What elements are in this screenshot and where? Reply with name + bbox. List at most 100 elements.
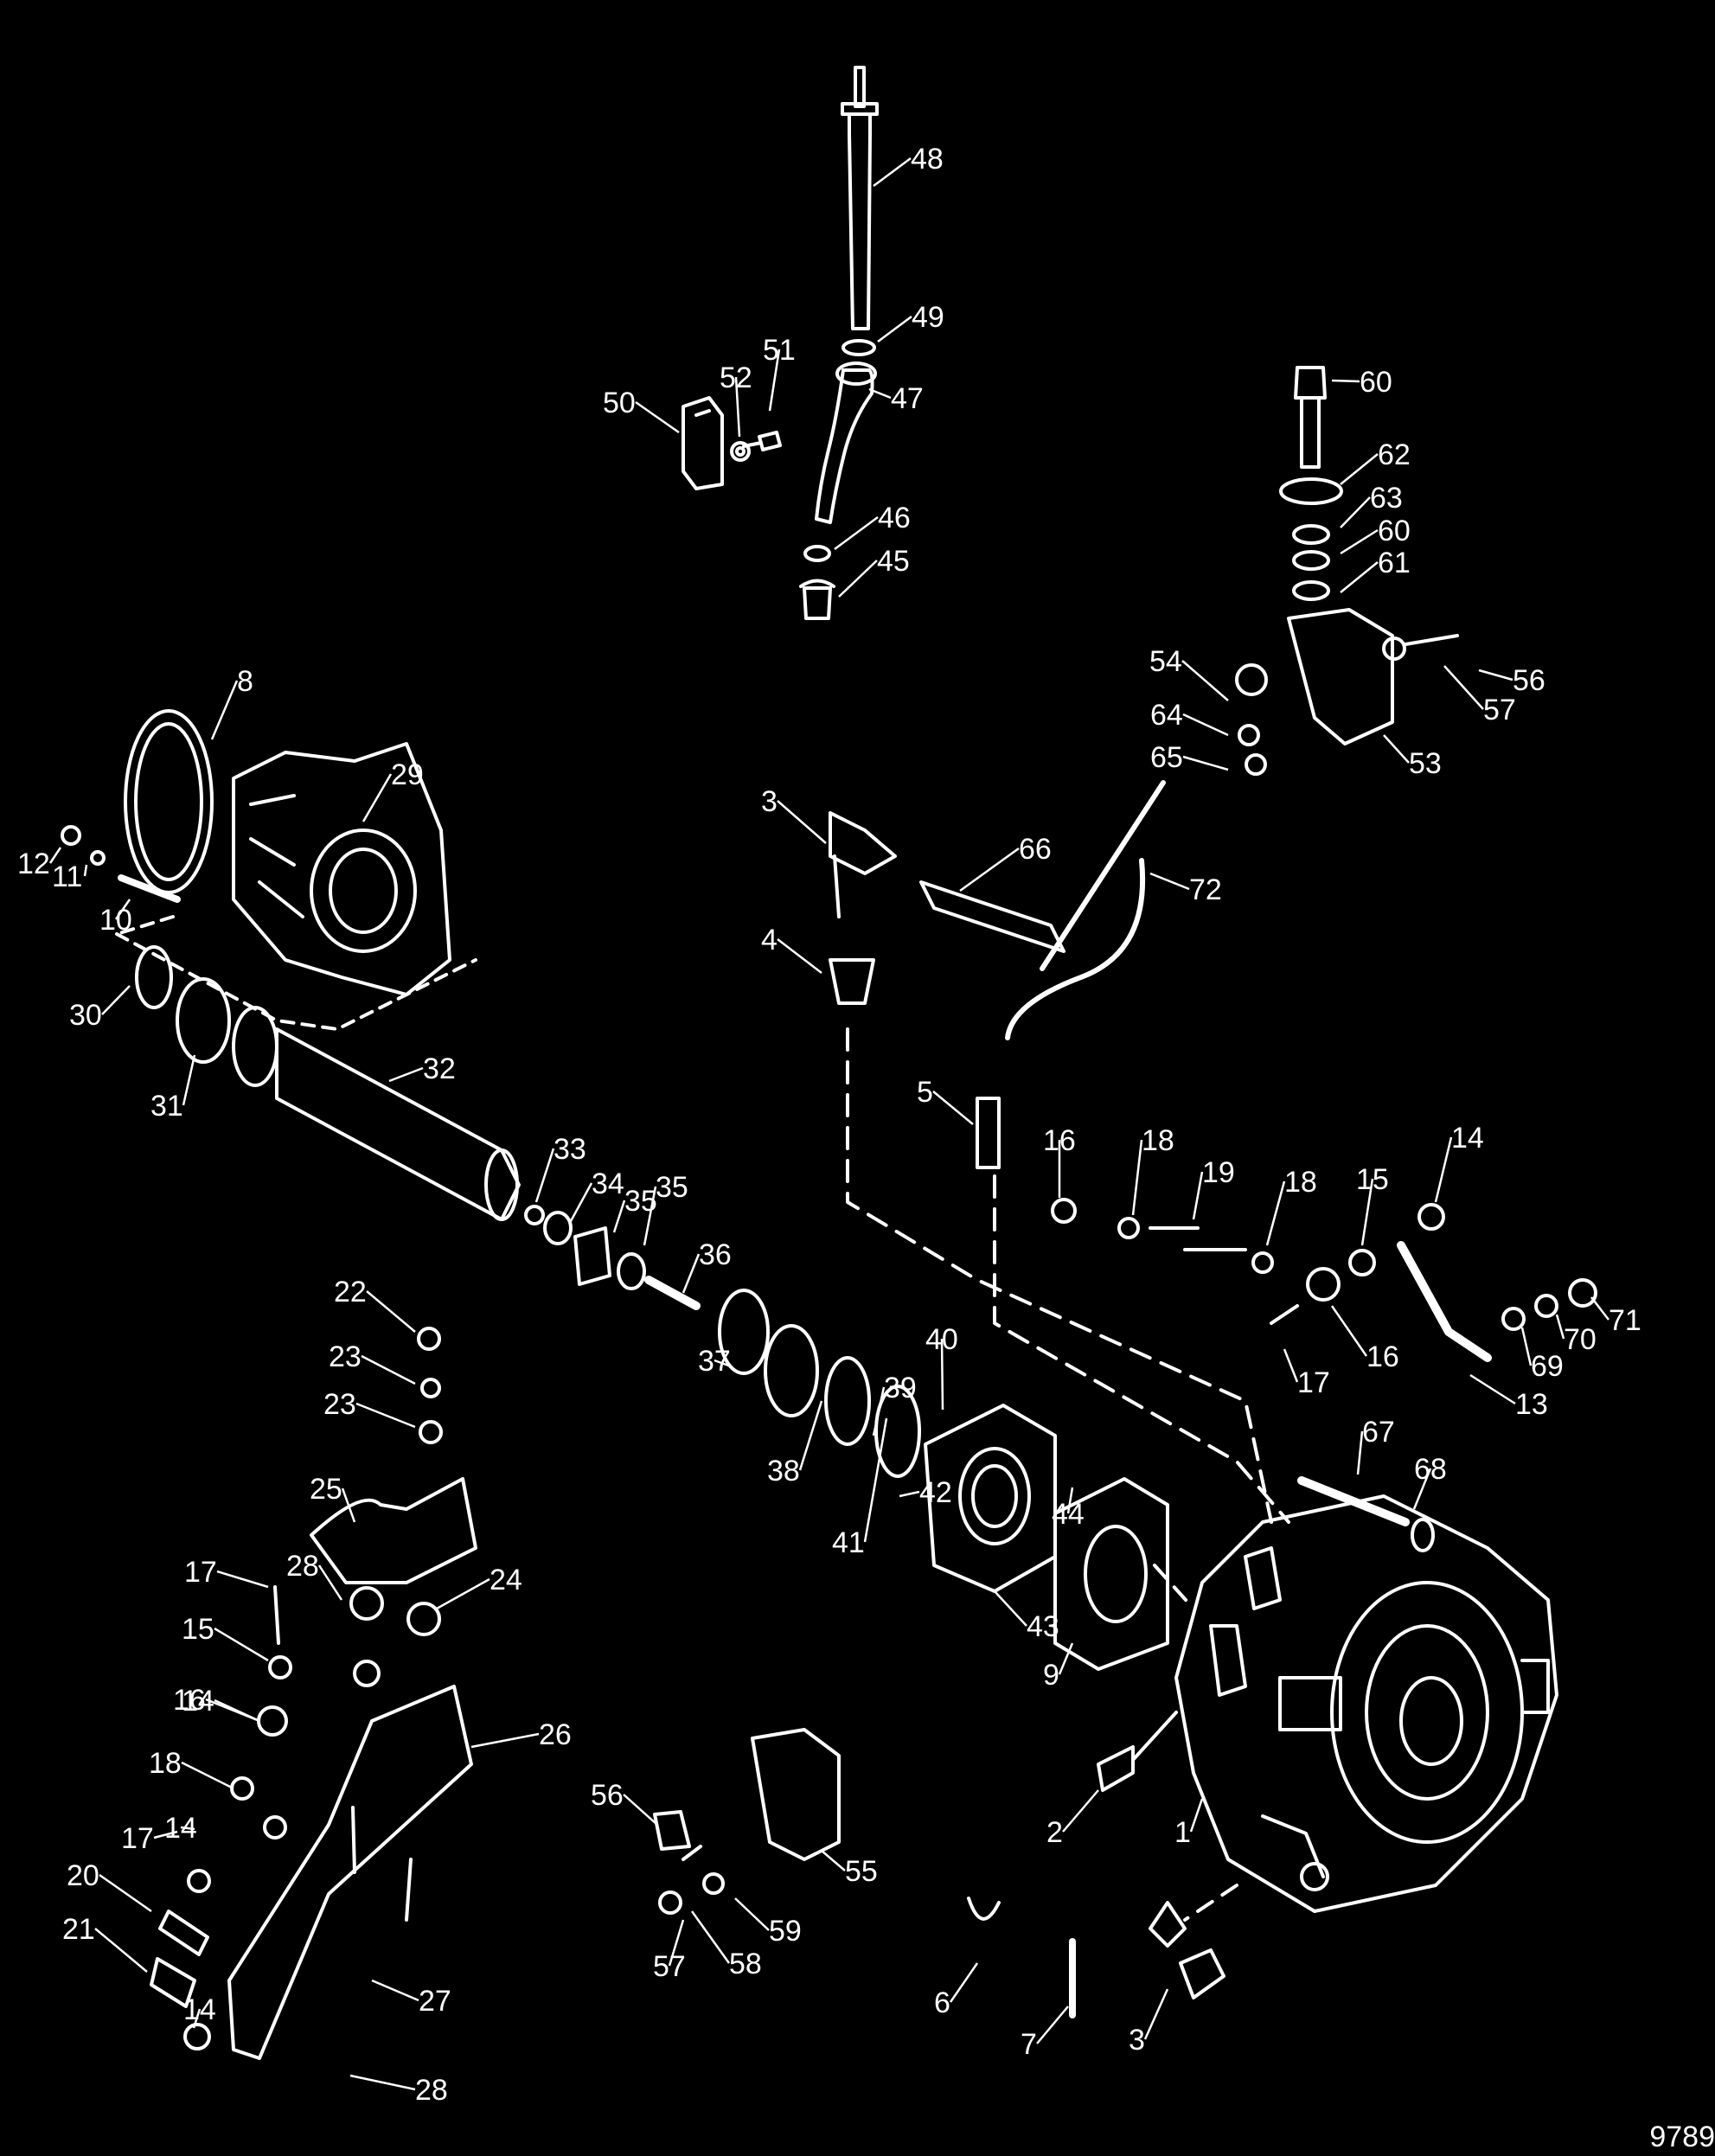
- leader-lines: [48, 157, 1609, 2091]
- callout-8: 8: [237, 665, 253, 698]
- callout-12: 12: [17, 848, 50, 880]
- leader-line-35: [643, 1186, 657, 1246]
- callout-59: 59: [769, 1915, 802, 1948]
- leader-line-6: [949, 1962, 979, 2003]
- callout-33: 33: [554, 1133, 586, 1166]
- leader-line-50: [635, 400, 680, 434]
- callout-35: 35: [656, 1171, 688, 1204]
- callout-64: 64: [1150, 699, 1183, 732]
- callout-17: 17: [121, 1822, 154, 1855]
- leader-line-8: [210, 680, 239, 740]
- o-ring-46: [803, 545, 831, 562]
- callout-70: 70: [1564, 1323, 1597, 1356]
- callout-71: 71: [1609, 1304, 1641, 1337]
- leader-line-39: [872, 1386, 886, 1436]
- bracket-55: [751, 1728, 841, 1861]
- callout-67: 67: [1362, 1416, 1395, 1449]
- leader-line-70: [1555, 1314, 1565, 1340]
- callout-6: 6: [934, 1986, 950, 2019]
- callout-23: 23: [323, 1388, 356, 1421]
- leader-line-2: [1062, 1789, 1099, 1833]
- callout-34: 34: [592, 1168, 624, 1200]
- leader-line-16: [1330, 1305, 1368, 1357]
- callout-23: 23: [329, 1340, 362, 1373]
- leader-line-45: [838, 560, 878, 598]
- callout-29: 29: [391, 758, 424, 791]
- leader-line-55: [821, 1850, 846, 1871]
- leader-line-68: [1412, 1468, 1432, 1510]
- leader-line-61: [1340, 561, 1379, 593]
- leader-line-7: [1036, 2006, 1069, 2044]
- callout-56: 56: [1513, 664, 1545, 697]
- callout-3: 3: [1129, 2024, 1145, 2057]
- leader-line-34: [569, 1182, 593, 1222]
- callout-28: 28: [286, 1550, 319, 1583]
- leader-line-17: [216, 1570, 269, 1589]
- leader-line-3: [1143, 1988, 1169, 2040]
- figure-id-label: 9789: [1649, 2121, 1715, 2153]
- callout-3: 3: [761, 785, 778, 818]
- callout-39: 39: [884, 1372, 917, 1404]
- leader-line-53: [1383, 734, 1410, 764]
- leader-line-57: [668, 1919, 685, 1967]
- callout-50: 50: [603, 387, 636, 419]
- leader-line-44: [1066, 1487, 1074, 1514]
- callout-10: 10: [99, 904, 132, 937]
- leader-line-43: [994, 1590, 1027, 1627]
- leader-line-62: [1340, 453, 1379, 485]
- callout-26: 26: [539, 1718, 572, 1751]
- leader-line-35: [612, 1200, 626, 1233]
- leader-line-72: [1149, 872, 1190, 891]
- leader-line-18: [181, 1761, 234, 1790]
- part-drawings: [61, 66, 1597, 2060]
- leader-line-15: [214, 1627, 269, 1662]
- leader-line-18: [1131, 1139, 1143, 1216]
- leader-line-48: [873, 157, 912, 188]
- leader-line-29: [362, 773, 393, 822]
- callout-60: 60: [1360, 366, 1392, 399]
- adapter-housing: [124, 709, 451, 996]
- callout-43: 43: [1027, 1610, 1059, 1643]
- callout-30: 30: [69, 999, 102, 1032]
- leader-line-13: [1469, 1373, 1516, 1405]
- leader-line-64: [1182, 713, 1229, 737]
- leader-line-63: [1340, 496, 1371, 528]
- leader-line-9: [1058, 1642, 1074, 1675]
- callout-62: 62: [1378, 438, 1411, 471]
- leader-line-22: [366, 1290, 416, 1333]
- callout-5: 5: [917, 1076, 933, 1109]
- leader-line-12: [48, 847, 62, 864]
- leader-line-42: [899, 1490, 920, 1498]
- callout-18: 18: [149, 1747, 182, 1780]
- callout-44: 44: [1052, 1498, 1085, 1531]
- callout-55: 55: [845, 1855, 878, 1888]
- output-shaft: [275, 1027, 521, 1221]
- leader-line-32: [388, 1066, 424, 1083]
- leader-line-65: [1182, 755, 1229, 771]
- leader-line-37: [714, 1359, 732, 1368]
- callout-19: 19: [1202, 1156, 1235, 1189]
- leader-line-23: [355, 1402, 416, 1429]
- leader-line-30: [101, 985, 131, 1015]
- callout-18: 18: [1142, 1124, 1174, 1157]
- leader-line-27: [371, 1979, 419, 2002]
- callout-45: 45: [877, 545, 910, 578]
- leader-line-28: [317, 1564, 343, 1601]
- callout-15: 15: [182, 1613, 214, 1646]
- callout-31: 31: [150, 1090, 183, 1123]
- leader-line-14: [180, 1826, 195, 1831]
- leader-line-38: [798, 1400, 823, 1471]
- transmission-housing: [1174, 1494, 1558, 1913]
- callout-72: 72: [1189, 873, 1222, 906]
- callout-58: 58: [729, 1948, 762, 1980]
- gasket-outline: [115, 915, 477, 1031]
- leader-line-66: [959, 847, 1020, 892]
- callout-48: 48: [911, 143, 944, 176]
- leader-line-17: [1283, 1348, 1299, 1383]
- callout-41: 41: [832, 1526, 865, 1559]
- leader-line-36: [682, 1253, 701, 1294]
- callout-27: 27: [419, 1985, 451, 2018]
- callout-16: 16: [1366, 1340, 1399, 1373]
- plug-45: [799, 579, 835, 620]
- leader-line-26: [470, 1732, 540, 1749]
